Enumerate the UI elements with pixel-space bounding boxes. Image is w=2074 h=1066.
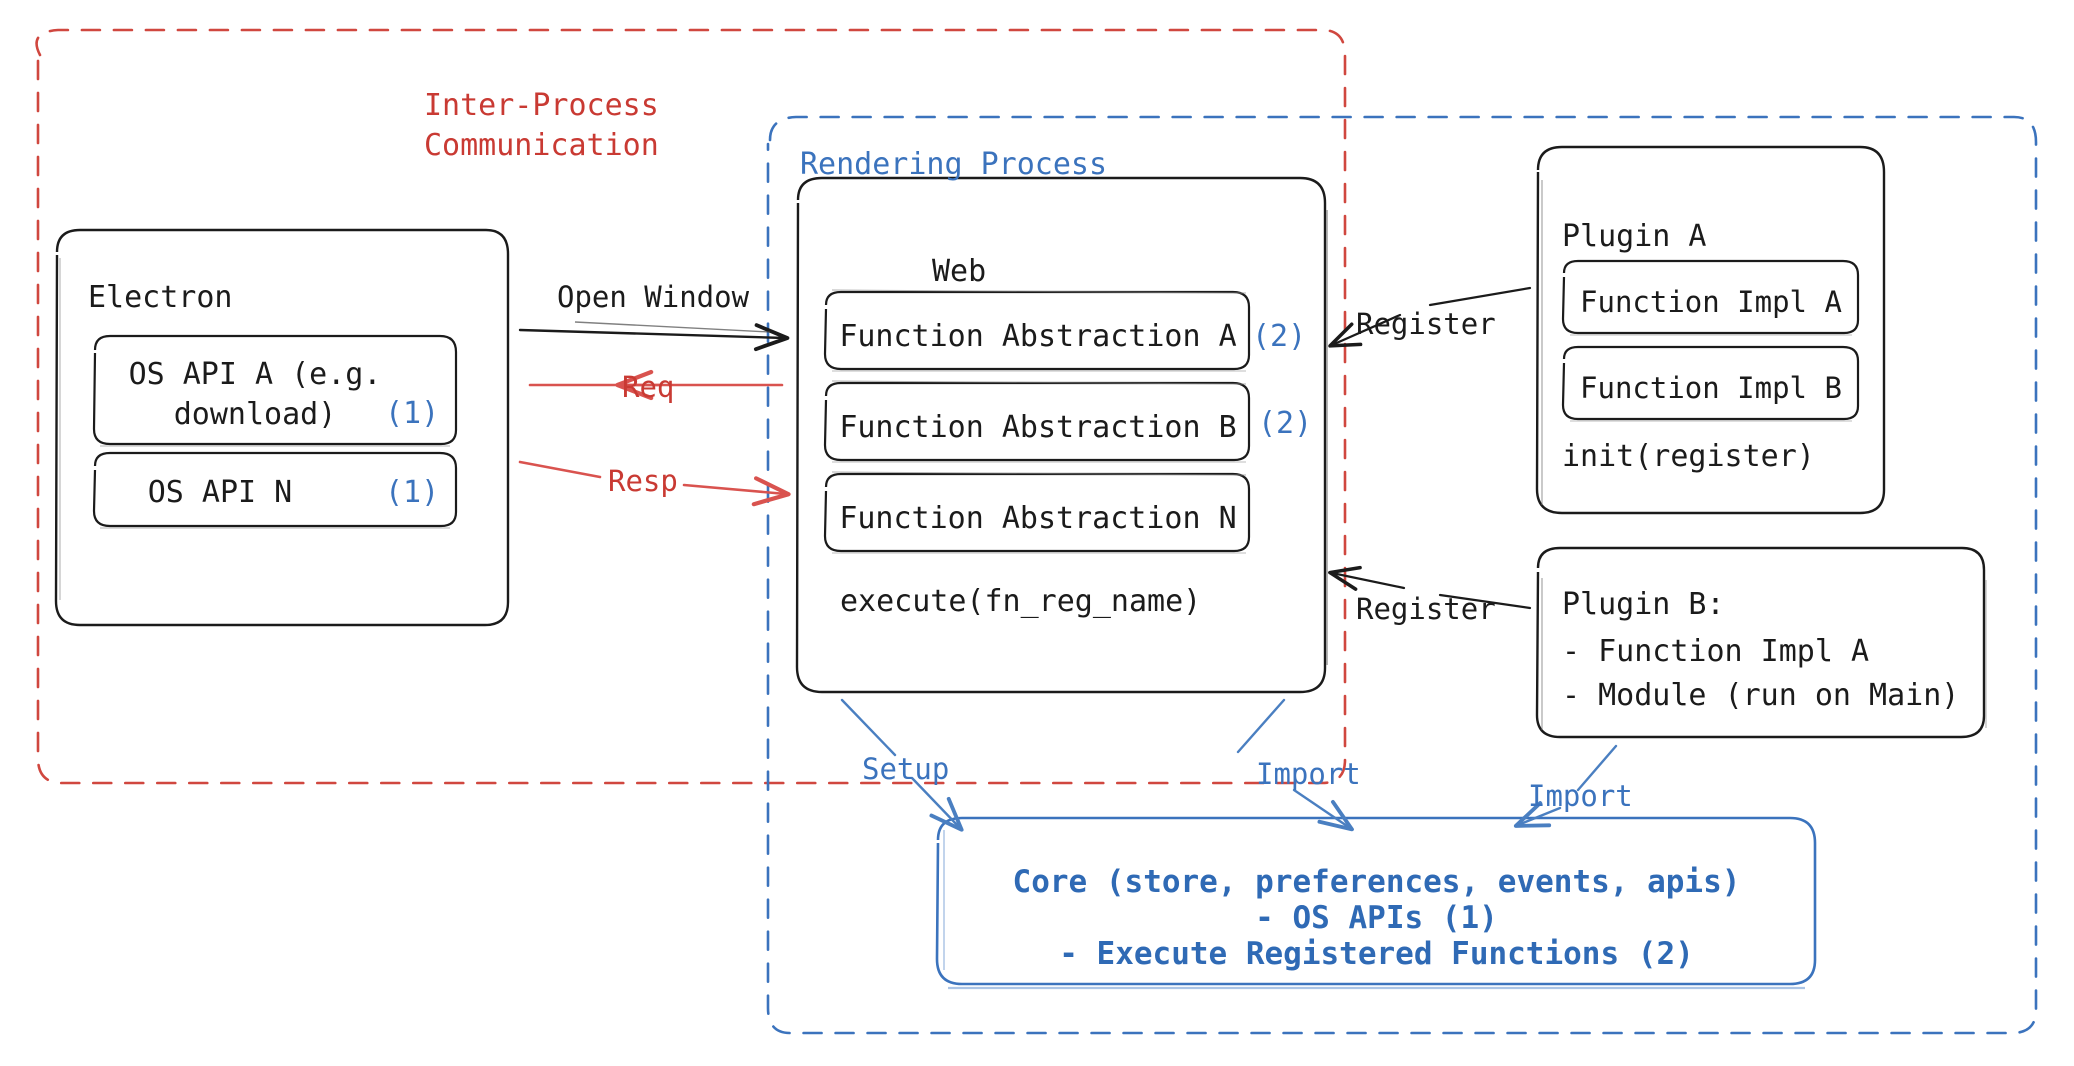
- function-abstraction-a-badge: (2): [1252, 319, 1307, 354]
- plugin-b-item-function-impl-a: - Function Impl A: [1562, 634, 1870, 669]
- arrow-open-window: [518, 321, 790, 352]
- edge-label-open-window: Open Window: [557, 280, 750, 314]
- os-api-a-badge: (1): [385, 396, 440, 431]
- core-os-apis-line: - OS APIs (1): [1255, 900, 1498, 936]
- function-abstraction-a-label: Function Abstraction A: [839, 319, 1237, 354]
- core-execute-line: - Execute Registered Functions (2): [1059, 936, 1694, 972]
- os-api-a-label: OS API A (e.g. download): [128, 357, 382, 432]
- plugin-b-title: Plugin B:: [1562, 587, 1725, 622]
- function-impl-b-label: Function Impl B: [1580, 371, 1842, 405]
- edge-label-import-plugin-b: Import: [1528, 779, 1633, 813]
- edge-label-setup: Setup: [862, 752, 950, 786]
- os-api-n-badge: (1): [385, 475, 440, 510]
- region-label-ipc: Inter-Process Communication: [424, 88, 659, 163]
- function-impl-a-label: Function Impl A: [1580, 285, 1842, 319]
- os-api-n-label: OS API N: [147, 475, 293, 510]
- edge-label-register-top: Register: [1356, 307, 1496, 341]
- edge-label-register-bottom: Register: [1356, 592, 1496, 626]
- edge-label-resp: Resp: [608, 464, 678, 498]
- function-abstraction-b-badge: (2): [1258, 406, 1313, 441]
- plugin-b-item-module: - Module (run on Main): [1562, 678, 1960, 713]
- function-abstraction-n-label: Function Abstraction N: [839, 501, 1237, 536]
- plugin-a-title: Plugin A: [1562, 219, 1707, 254]
- electron-title: Electron: [88, 280, 233, 315]
- edge-label-import-web: Import: [1256, 757, 1361, 791]
- edge-label-req: Req: [622, 370, 675, 404]
- function-abstraction-b-label: Function Abstraction B: [839, 410, 1237, 445]
- web-title: Web: [932, 254, 987, 289]
- region-label-rendering-process: Rendering Process: [800, 147, 1108, 182]
- web-execute-label: execute(fn_reg_name): [840, 584, 1202, 619]
- plugin-a-init-label: init(register): [1562, 439, 1815, 474]
- core-title-line: Core (store, preferences, events, apis): [1012, 864, 1741, 900]
